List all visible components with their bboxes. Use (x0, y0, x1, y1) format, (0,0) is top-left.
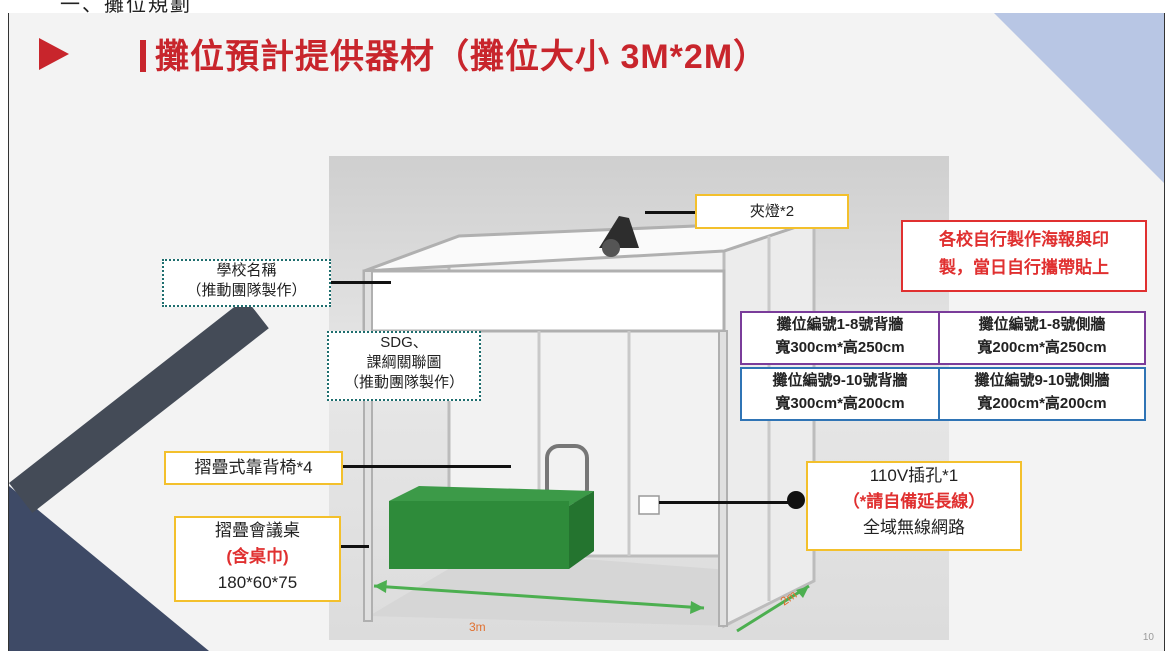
header-text: 一、攤位規劃 (60, 0, 192, 16)
table-icon (389, 486, 594, 569)
top-strip: 一、攤位規劃 (0, 0, 1171, 16)
spec-line: 攤位編號1-8號背牆 (776, 316, 904, 333)
width-dimension-label: 3m (469, 620, 486, 634)
school-name-pointer (329, 281, 391, 284)
lamp-pointer (645, 211, 695, 214)
outlet-label: 110V插孔*1 （*請自備延長線） 全域無線網路 (806, 461, 1022, 551)
spec-line: 攤位編號9-10號側牆 (974, 372, 1110, 389)
page-number: 10 (1142, 632, 1154, 643)
outlet-pointer (659, 501, 791, 504)
school-name-label: 學校名稱 （推動團隊製作） (162, 259, 331, 307)
school-name-title: 學校名稱 (216, 262, 277, 279)
outlet-label-line1: 110V插孔*1 (869, 466, 959, 485)
spec-line: 寬200cm*高200cm (977, 395, 1107, 412)
spec-side-wall-9-10: 攤位編號9-10號側牆 寬200cm*高200cm (938, 367, 1146, 421)
outlet-pointer-dot (787, 491, 805, 509)
title-accent-bar (140, 40, 146, 72)
sdg-line1: SDG、 (380, 334, 428, 351)
sdg-line3: （推動團隊製作） (343, 374, 464, 391)
table-pointer (339, 545, 369, 548)
poster-note-line2: 製，當日自行攜帶貼上 (939, 258, 1109, 277)
outlet-label-line2: （*請自備延長線） (842, 492, 986, 511)
table-label: 摺疊會議桌 (含桌巾) 180*60*75 (174, 516, 341, 602)
spec-back-wall-9-10: 攤位編號9-10號背牆 寬300cm*高200cm (740, 367, 940, 421)
poster-note-line1: 各校自行製作海報與印 (939, 230, 1109, 249)
spec-line: 寬300cm*高200cm (775, 395, 905, 412)
spec-line: 攤位編號1-8號側牆 (978, 316, 1106, 333)
lamp-label: 夾燈*2 (695, 194, 849, 229)
spec-line: 寬300cm*高250cm (775, 339, 905, 356)
spec-back-wall-1-8: 攤位編號1-8號背牆 寬300cm*高250cm (740, 311, 940, 365)
table-label-line1: 摺疊會議桌 (215, 521, 300, 540)
corner-decoration (994, 13, 1164, 183)
booth-drawing: 3m 2m (362, 216, 816, 634)
sdg-line2: 課綱關聯圖 (366, 354, 442, 371)
play-arrow-icon (39, 38, 69, 70)
outlet-icon (638, 495, 660, 515)
sdg-label: SDG、 課綱關聯圖 （推動團隊製作） (327, 331, 481, 401)
chair-label: 摺疊式靠背椅*4 (164, 451, 343, 485)
spec-side-wall-1-8: 攤位編號1-8號側牆 寬200cm*高250cm (938, 311, 1146, 365)
poster-note: 各校自行製作海報與印 製，當日自行攜帶貼上 (901, 220, 1147, 292)
chair-pointer (339, 465, 511, 468)
slide: 攤位預計提供器材（攤位大小 3M*2M） (8, 13, 1165, 651)
school-name-subtitle: （推動團隊製作） (186, 282, 307, 299)
spec-line: 寬200cm*高250cm (977, 339, 1107, 356)
spec-line: 攤位編號9-10號背牆 (772, 372, 908, 389)
lamp-icon (599, 216, 639, 257)
outlet-label-line3: 全域無線網路 (863, 518, 965, 537)
page-title: 攤位預計提供器材（攤位大小 3M*2M） (155, 38, 769, 76)
table-label-line2: (含桌巾) (226, 547, 289, 566)
table-label-line3: 180*60*75 (217, 573, 298, 592)
